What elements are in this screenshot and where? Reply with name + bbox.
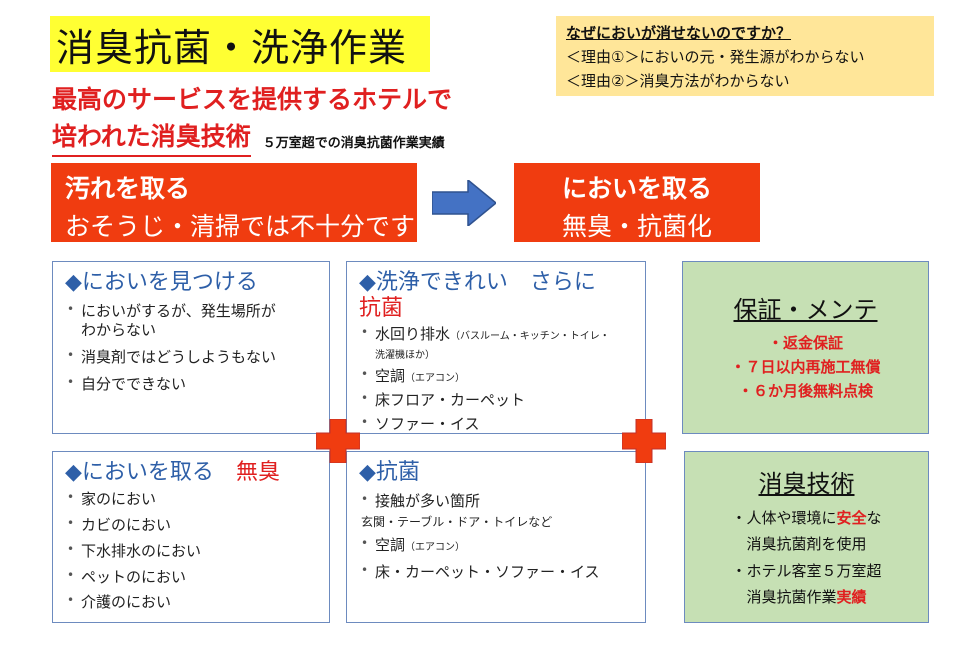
technology-head: 消臭技術 <box>758 470 855 498</box>
banner-remove-dirt: 汚れを取る おそうじ・清掃では不十分です <box>51 163 417 242</box>
right-arrow-icon <box>432 180 496 226</box>
banner-left-sub: おそうじ・清掃では不十分です <box>65 212 416 241</box>
question-title: なぜにおいが消せないのですか？ <box>566 24 792 42</box>
red-cross-icon <box>316 419 360 463</box>
technology-line-4: 消臭抗菌作業実績 <box>746 587 867 606</box>
list-item: ソファー・イス <box>359 415 633 434</box>
box-clean-list: 水回り排水（バスルーム・キッチン・トイレ・ 洗濯機ほか） 空調（エアコン） 床フ… <box>359 325 633 434</box>
reason-1: ＜理由①＞においの元・発生源がわからない <box>566 48 865 66</box>
box-remove-head-red: 無臭 <box>235 460 280 485</box>
technology-line-3: ・ホテル客室５万室超 <box>731 561 882 580</box>
list-item: 床・カーペット・ソファー・イス <box>359 563 633 582</box>
list-item: 玄関・テーブル・ドア・トイレなど <box>361 515 553 530</box>
box-find-head: ◆においを見つける <box>65 270 258 295</box>
red-cross-icon <box>622 419 666 463</box>
guarantee-line-2: ・７日以内再施工無償 <box>730 358 881 376</box>
list-item: 洗濯機ほか） <box>375 349 435 361</box>
guarantee-head: 保証・メンテ <box>733 296 878 324</box>
list-item: 介護のにおい <box>65 593 317 612</box>
box-clean-head: ◆洗浄できれい さらに <box>359 270 596 295</box>
page-title: 消臭抗菌・洗浄作業 <box>56 25 408 70</box>
banner-left-head: 汚れを取る <box>65 174 191 203</box>
list-item: 接触が多い箇所 <box>359 492 633 511</box>
banner-remove-odor: においを取る 無臭・抗菌化 <box>514 163 760 242</box>
box-antibac-head: ◆抗菌 <box>359 460 420 485</box>
box-find-list: においがするが、発生場所が わからない 消臭剤ではどうしようもない 自分でできな… <box>65 302 317 393</box>
list-item: ペットのにおい <box>65 568 317 587</box>
list-item: 空調（エアコン） <box>359 367 633 386</box>
technology-line-2: 消臭抗菌剤を使用 <box>746 535 867 554</box>
box-remove-head: ◆においを取る 無臭 <box>65 460 280 485</box>
list-item: 床フロア・カーペット <box>359 391 633 410</box>
box-antibacterial: ◆抗菌 接触が多い箇所 玄関・テーブル・ドア・トイレなど 空調（エアコン） 床・… <box>346 451 646 623</box>
box-remove-odor: ◆においを取る 無臭 家のにおい カビのにおい 下水排水のにおい ペットのにおい… <box>52 451 330 623</box>
box-antibac-list: 接触が多い箇所 玄関・テーブル・ドア・トイレなど 空調（エアコン） 床・カーペッ… <box>359 492 633 581</box>
reason-2: ＜理由②＞消臭方法がわからない <box>566 72 790 90</box>
list-item: カビのにおい <box>65 516 317 535</box>
list-item: 家のにおい <box>65 490 317 509</box>
list-item: においがするが、発生場所が <box>65 302 317 321</box>
box-technology: 消臭技術 ・人体や環境に安全な 消臭抗菌剤を使用 ・ホテル客室５万室超 消臭抗菌… <box>684 451 929 623</box>
list-item: 水回り排水（バスルーム・キッチン・トイレ・ <box>359 325 633 344</box>
guarantee-line-1: ・返金保証 <box>767 334 843 352</box>
banner-right-sub: 無臭・抗菌化 <box>561 212 712 241</box>
subtitle-line2-row: 培われた消臭技術 ５万室超での消臭抗菌作業実績 <box>52 117 445 157</box>
box-clean-head2: 抗菌 <box>359 296 404 322</box>
question-box: なぜにおいが消せないのですか？ ＜理由①＞においの元・発生源がわからない ＜理由… <box>556 16 934 96</box>
guarantee-line-3: ・６か月後無料点検 <box>737 382 873 400</box>
list-item: 下水排水のにおい <box>65 542 317 561</box>
box-find-odor: ◆においを見つける においがするが、発生場所が わからない 消臭剤ではどうしよう… <box>52 261 330 434</box>
title-banner: 消臭抗菌・洗浄作業 <box>50 16 430 72</box>
subtitle-line2: 培われた消臭技術 <box>52 117 251 157</box>
technology-line-1: ・人体や環境に安全な <box>731 509 882 527</box>
list-item: わからない <box>81 321 157 340</box>
subtitle-note: ５万室超での消臭抗菌作業実績 <box>262 136 445 151</box>
banner-right-head: においを取る <box>561 174 712 203</box>
list-item: 消臭剤ではどうしようもない <box>65 348 317 367</box>
box-remove-list: 家のにおい カビのにおい 下水排水のにおい ペットのにおい 介護のにおい <box>65 490 317 612</box>
list-item: 自分でできない <box>65 375 317 394</box>
subtitle-line1: 最高のサービスを提供するホテルで <box>52 85 453 114</box>
box-clean: ◆洗浄できれい さらに 抗菌 水回り排水（バスルーム・キッチン・トイレ・ 洗濯機… <box>346 261 646 434</box>
box-guarantee: 保証・メンテ ・返金保証 ・７日以内再施工無償 ・６か月後無料点検 <box>682 261 929 434</box>
list-item: 空調（エアコン） <box>359 536 633 555</box>
